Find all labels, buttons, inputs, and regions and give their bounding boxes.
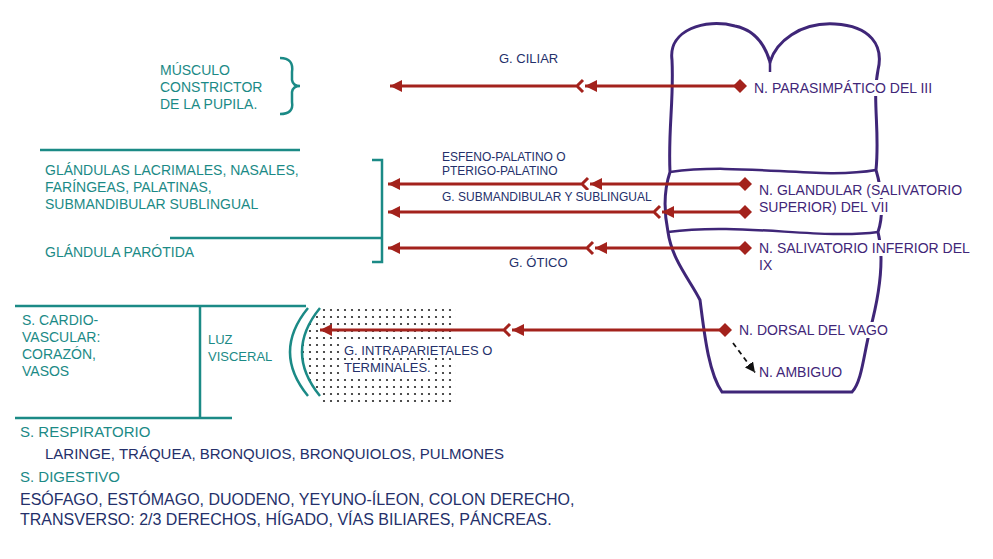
group-bracket [280, 58, 300, 114]
node-text: MÚSCULO CONSTRICTOR DE LA PUPILA. [160, 62, 262, 112]
target-organ: MÚSCULO CONSTRICTOR DE LA PUPILA. [150, 60, 390, 115]
text-block: GLÁNDULA PARÓTIDA [45, 244, 315, 261]
text-block: N. DORSAL DEL VAGO [739, 322, 984, 339]
nucleus: N. AMBIGUO [755, 362, 905, 383]
ganglion: G. SUBMANDIBULAR Y SUBLINGUAL [440, 188, 662, 214]
node-text: GLÁNDULAS LACRIMALES, NASALES, FARÍNGEAS… [45, 162, 299, 212]
motor-nucleus-pointer [733, 343, 755, 373]
synapse-symbol [505, 242, 593, 254]
nerve-fiber [595, 247, 745, 250]
label-text: S. RESPIRATORIO [20, 423, 150, 440]
node-text: LUZ VISCERAL [208, 332, 272, 364]
text-block: GLÁNDULAS LACRIMALES, NASALES, FARÍNGEAS… [45, 162, 315, 213]
separator-line [40, 149, 300, 152]
group-bracket [372, 160, 382, 262]
label-text: S. DIGESTIVO [20, 468, 120, 485]
text-block: MÚSCULO CONSTRICTOR DE LA PUPILA. [160, 62, 270, 113]
system-heading: S. RESPIRATORIO [20, 422, 320, 441]
ganglion: ESFENO-PALATINO O PTERIGO-PALATINO [440, 148, 590, 186]
nerve-fiber [585, 85, 740, 88]
synapse-symbol [440, 178, 588, 190]
node-text: N. GLANDULAR (SALIVATORIO SUPERIOR) DEL … [759, 182, 962, 215]
node-text: N. PARASIMPÁTICO DEL III [754, 80, 932, 96]
organ-list: ESÓFAGO, ESTÓMAGO, DUODENO, YEYUNO-ÍLEON… [20, 490, 660, 530]
nerve-fiber [320, 329, 340, 332]
visceral-wall-line [302, 308, 320, 396]
visceral-wall-line [290, 308, 308, 396]
text-block: ESFENO-PALATINO O PTERIGO-PALATINO [442, 150, 588, 178]
node-text: G. SUBMANDIBULAR Y SUBLINGUAL [442, 190, 652, 204]
separator-line [15, 305, 306, 308]
brainstem-boundary [668, 229, 878, 234]
node-text: G. INTRAPARIETALES O TERMINALES. [344, 343, 492, 375]
target-organ: GLÁNDULA PARÓTIDA [40, 240, 388, 265]
system-heading: S. DIGESTIVO [20, 467, 320, 486]
nerve-fiber [390, 85, 495, 88]
text-block: G. SUBMANDIBULAR Y SUBLINGUAL [442, 190, 660, 204]
nerve-fiber [388, 211, 440, 214]
label-text: LARINGE, TRÁQUEA, BRONQUIOS, BRONQUIOLOS… [45, 445, 504, 462]
text-block: G. CILIAR [499, 50, 581, 67]
node-text: G. CILIAR [499, 51, 558, 66]
node-text: N. SALIVATORIO INFERIOR DEL IX [759, 240, 970, 273]
node-text: ESFENO-PALATINO O PTERIGO-PALATINO [442, 150, 566, 178]
organ-system: S. CARDIO-VASCULAR: CORAZÓN, VASOS [18, 310, 198, 382]
nerve-fiber [512, 329, 725, 332]
ganglion: G. ÓTICO [505, 238, 595, 273]
nerve-fiber [388, 247, 505, 250]
separator-line [170, 237, 382, 240]
synapse-symbol [340, 324, 510, 336]
text-block: N. SALIVATORIO INFERIOR DEL IX [759, 240, 984, 274]
nucleus: N. PARASIMPÁTICO DEL III [740, 76, 988, 101]
nucleus: N. SALIVATORIO INFERIOR DEL IX [745, 236, 988, 278]
brainstem-boundary [670, 169, 876, 173]
node-text: N. DORSAL DEL VAGO [739, 322, 888, 338]
ganglion: G. INTRAPARIETALES O TERMINALES. [340, 322, 512, 378]
text-block: N. PARASIMPÁTICO DEL III [754, 80, 984, 97]
organ-list: LARINGE, TRÁQUEA, BRONQUIOS, BRONQUIOLOS… [45, 444, 745, 463]
text-block: S. CARDIO-VASCULAR: CORAZÓN, VASOS [22, 312, 138, 380]
visceral-wall: LUZ VISCERAL [200, 305, 320, 391]
ganglion: G. CILIAR [495, 50, 585, 91]
text-block: N. GLANDULAR (SALIVATORIO SUPERIOR) DEL … [759, 182, 984, 216]
text-block: G. ÓTICO [509, 254, 591, 271]
separator-line [199, 306, 202, 418]
text-block: N. AMBIGUO [759, 364, 901, 381]
node-text: S. CARDIO-VASCULAR: CORAZÓN, VASOS [22, 312, 100, 379]
label-text: ESÓFAGO, ESTÓMAGO, DUODENO, YEYUNO-ÍLEON… [20, 491, 574, 528]
synapse-symbol [495, 80, 583, 92]
connector-group [320, 86, 755, 373]
nerve-fiber [388, 183, 440, 186]
node-text: N. AMBIGUO [759, 364, 842, 380]
text-block: G. INTRAPARIETALES O TERMINALES. [344, 342, 508, 376]
nucleus: N. GLANDULAR (SALIVATORIO SUPERIOR) DEL … [745, 178, 988, 220]
text-block: LUZ VISCERAL [208, 331, 280, 365]
nucleus: N. DORSAL DEL VAGO [725, 318, 988, 343]
synapse-symbol [440, 206, 660, 218]
nerve-fiber [662, 211, 745, 214]
target-organ: GLÁNDULAS LACRIMALES, NASALES, FARÍNGEAS… [40, 158, 388, 217]
node-text: GLÁNDULA PARÓTIDA [45, 244, 194, 260]
node-text: G. ÓTICO [509, 255, 568, 270]
brainstem-midline [769, 62, 772, 72]
separator-line [15, 417, 232, 420]
nerve-fiber [590, 183, 745, 186]
